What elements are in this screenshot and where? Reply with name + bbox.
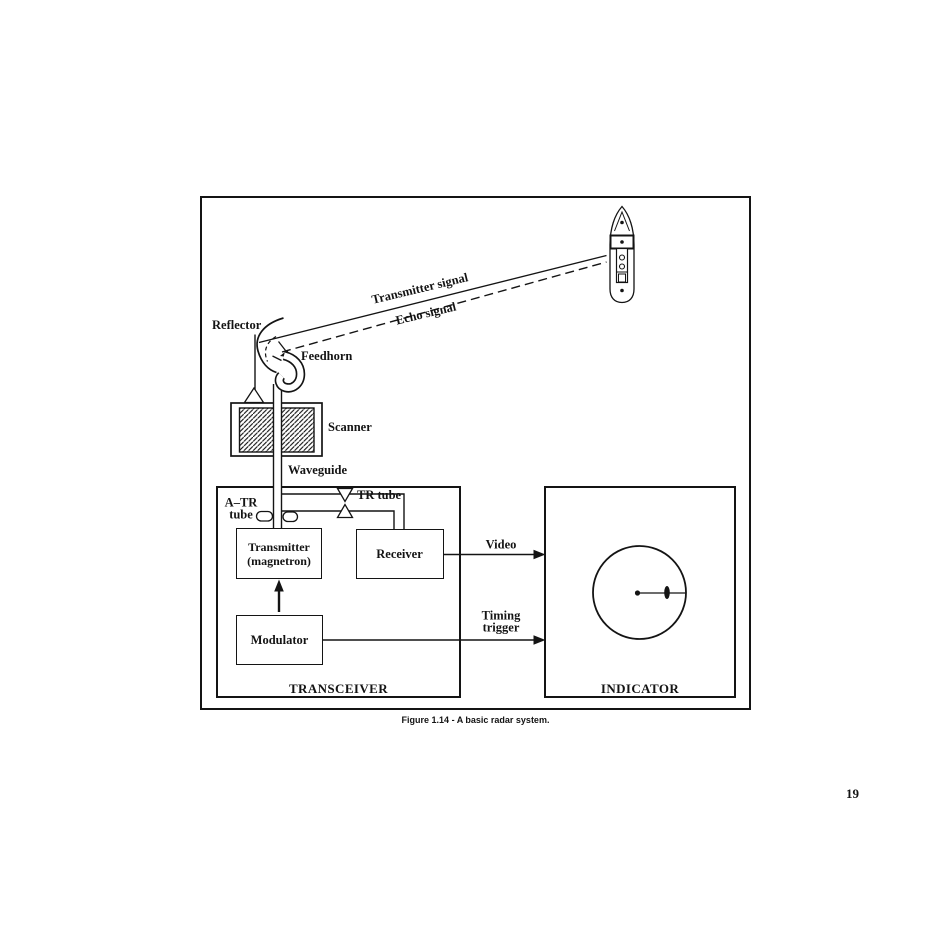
echo-signal-line <box>281 261 607 353</box>
modulator-label: Modulator <box>250 632 309 647</box>
a-tr-tube-label: A–TR tube <box>224 495 258 521</box>
reflector-label: Reflector <box>212 318 262 332</box>
transmitter-label-line2: (magnetron) <box>247 553 311 568</box>
transceiver-title: TRANSCEIVER <box>288 681 389 696</box>
video-line <box>444 549 546 560</box>
transceiver-box <box>216 486 461 698</box>
ppi-display <box>592 545 687 640</box>
receiver-box: Receiver <box>355 529 444 579</box>
transmitter-box: Transmitter (magnetron) <box>236 528 322 579</box>
timing-trigger-label-line2: trigger <box>482 620 520 634</box>
timing-trigger-label-line1: Timing <box>481 608 521 623</box>
a-tr-tube-icon <box>255 510 299 523</box>
figure-border <box>200 196 751 710</box>
a-tr-tube-label-line2: tube <box>229 507 253 521</box>
transmitter-signal-line <box>258 254 607 344</box>
tr-tube-label: TR tube <box>357 488 402 502</box>
mast-support-triangle <box>243 386 265 404</box>
ship-funnel-2 <box>618 263 626 270</box>
reflector-inner-dashed-arc <box>264 335 277 362</box>
feedhorn-flare-right <box>277 341 287 351</box>
feedhorn-flare-left <box>272 355 282 362</box>
waveguide-label: Waveguide <box>288 463 348 477</box>
ship-funnel-1 <box>618 254 626 261</box>
feedhorn-label: Feedhorn <box>301 349 353 363</box>
reflector-antenna <box>243 317 284 404</box>
figure-caption: Figure 1.14 - A basic radar system. <box>401 715 550 725</box>
feedhorn-horn <box>272 341 306 393</box>
ppi-center-dot <box>634 590 641 596</box>
ship-bow-dot <box>620 220 624 225</box>
timing-trigger-line <box>323 635 546 645</box>
waveguide-branch <box>282 493 405 529</box>
ship-aft-structure <box>618 273 626 283</box>
modulator-to-transmitter-arrow <box>274 579 284 612</box>
video-arrowhead-icon <box>533 549 546 560</box>
receiver-label: Receiver <box>376 547 423 561</box>
reflector-dish-arc <box>256 317 284 374</box>
ppi-target-blip <box>664 586 670 599</box>
ship-bow-line <box>614 210 630 232</box>
branch-inner-line <box>282 510 395 529</box>
ship-bridge-dot <box>620 240 624 244</box>
timing-trigger-label: Timing trigger <box>481 608 521 634</box>
branch-outer-line <box>282 493 405 529</box>
a-tr-tube-label-line1: A–TR <box>224 495 258 510</box>
modulator-box: Modulator <box>236 614 323 665</box>
video-label: Video <box>485 537 517 552</box>
tr-tube-icon <box>336 487 354 519</box>
waveguide-run <box>272 384 283 528</box>
indicator-box <box>544 486 736 698</box>
indicator-title: INDICATOR <box>600 681 680 696</box>
ship-stern-dot <box>620 288 624 293</box>
scanner-label: Scanner <box>328 420 372 434</box>
page-number: 19 <box>846 786 859 801</box>
transmitter-label-line1: Transmitter <box>248 539 310 554</box>
ship-target <box>609 205 635 304</box>
timing-arrowhead-icon <box>533 635 546 645</box>
